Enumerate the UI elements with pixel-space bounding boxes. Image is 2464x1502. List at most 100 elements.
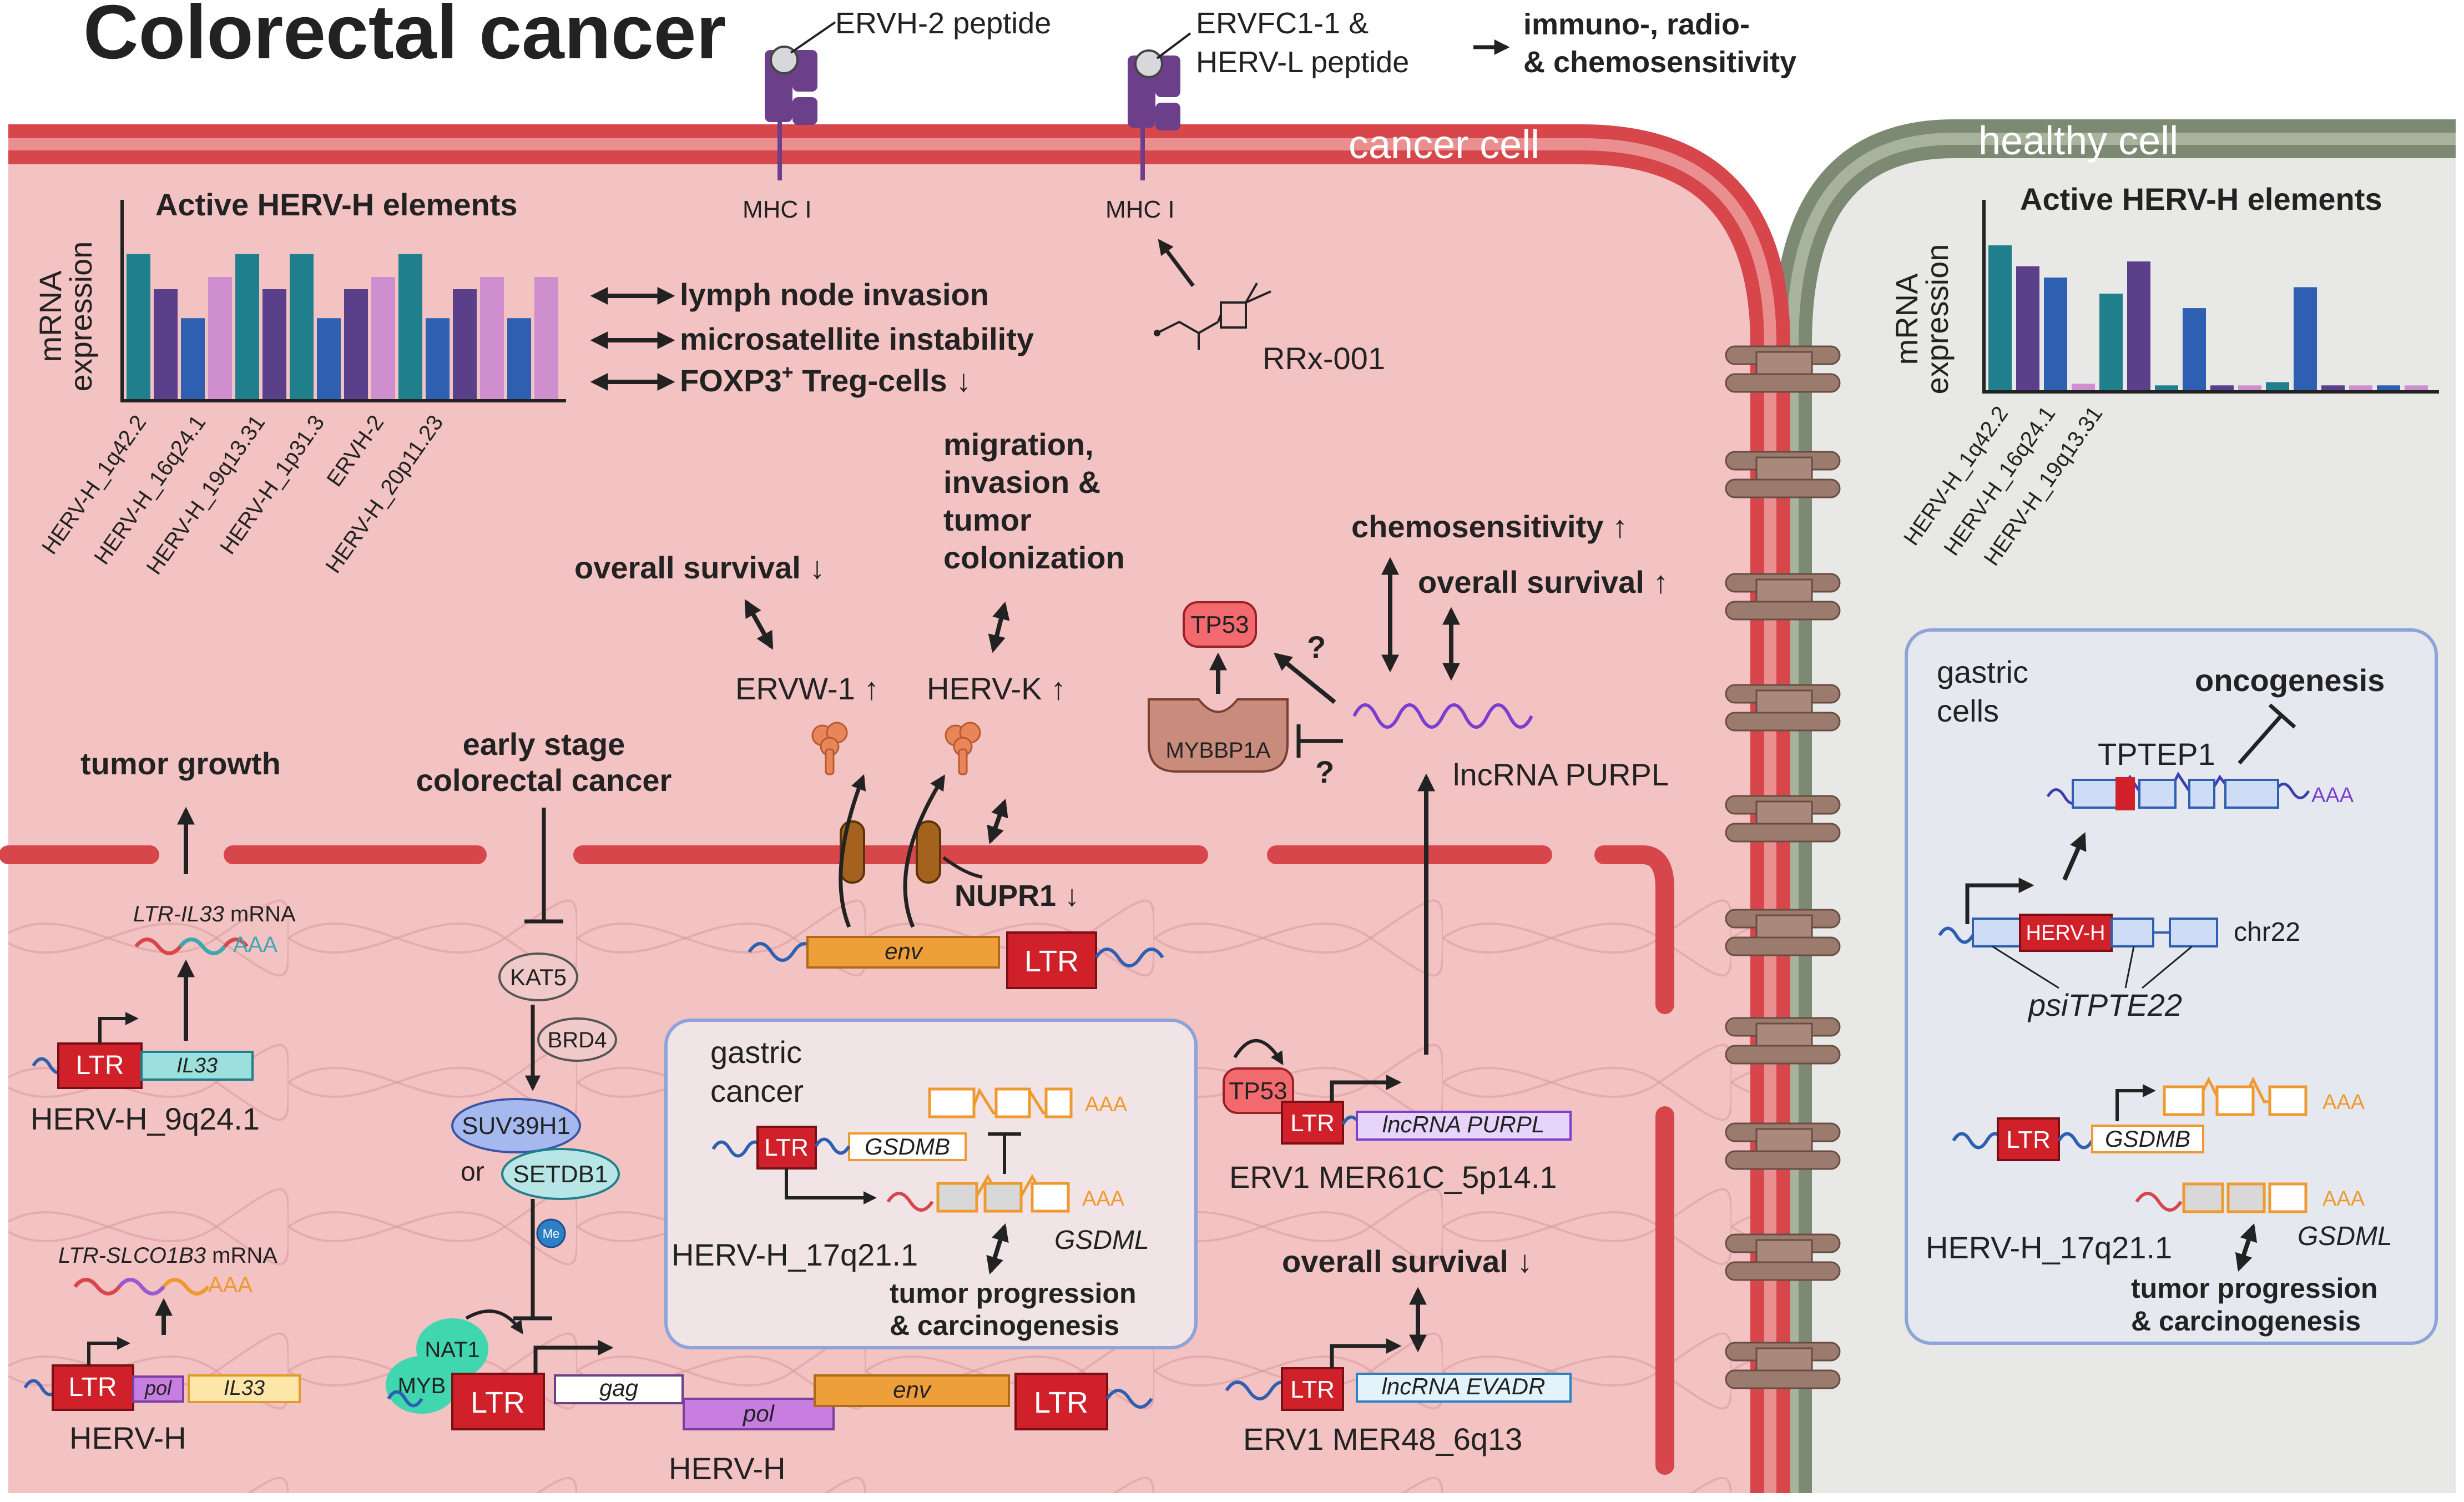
tptep1-herv-exon (2115, 777, 2135, 810)
overall-survival-down-label-2: overall survival ↓ (1282, 1244, 1532, 1279)
purpl-promoter-arrow (1330, 1075, 1402, 1102)
virus-particle-1 (811, 722, 848, 775)
healthy-exon-2c (2268, 1182, 2308, 1213)
psi-pointer-lines (1992, 945, 2193, 989)
chemosensitivity-label: chemosensitivity ↑ (1351, 509, 1628, 544)
ervfc-peptide-label-1: ERVFC1-1 & (1196, 7, 1369, 40)
mybbp1a-node (1148, 698, 1289, 773)
junction-cap-bottom-0 (1725, 373, 1841, 393)
healthy-gsdml-label: GSDML (2298, 1222, 2392, 1251)
psi-label: psiTPTE22 (2027, 987, 2182, 1022)
nuclear-envelope (0, 845, 1674, 1475)
gastric-progression-label-1: tumor progression (890, 1278, 1136, 1309)
gastric-exon-2b (983, 1182, 1023, 1213)
chr22-dna-left (1938, 926, 1975, 944)
tp53-label-bottom: TP53 (1229, 1077, 1287, 1105)
cancer-chart-bar-7 (317, 318, 341, 399)
kat5-label: KAT5 (510, 964, 567, 990)
cancer-chart-bar-4 (235, 254, 259, 399)
tptep1-exon-3 (2188, 779, 2215, 809)
overall-survival-down-label: overall survival ↓ (574, 550, 825, 585)
mybbp1a-label: MYBBP1A (1166, 738, 1271, 763)
cancer-chart-ylabel-2: expression (63, 241, 98, 392)
cancer-chart-bar-13 (480, 277, 504, 399)
healthy-chart-bar-12 (2321, 385, 2345, 390)
setdb1-node (501, 1148, 620, 1200)
migration-label-3: tumor (943, 502, 1032, 537)
arrow-to-tptep1 (2062, 832, 2087, 881)
healthy-chart-bar-10 (2266, 382, 2289, 390)
gastric-gsdmb-box (848, 1132, 967, 1161)
healthy-progression-label-1: tumor progression (2131, 1273, 2377, 1304)
healthy-gsdmb-promoter (2115, 1084, 2156, 1121)
healthy-exon-1c (2268, 1085, 2308, 1116)
ervw1-label: ERVW-1 ↑ (735, 671, 879, 706)
brd4-node (537, 1017, 617, 1062)
junction-cap-bottom-3 (1725, 712, 1841, 732)
hervk-label: HERV-K ↑ (927, 671, 1066, 706)
healthy-chart-bar-5 (2127, 261, 2150, 390)
slco-pol-box (132, 1375, 184, 1403)
slco-mrna-aaa: AAA (208, 1273, 253, 1297)
slco-ltr-label: LTR (68, 1373, 117, 1402)
associations (590, 287, 675, 391)
healthy-chart-bar-3 (2072, 384, 2095, 390)
junction-cap-bottom-4 (1725, 823, 1841, 843)
main-ltr-right-label: LTR (1034, 1386, 1088, 1419)
tptep1-exon-2 (2138, 779, 2177, 809)
il33-gene-label: IL33 (176, 1054, 218, 1077)
chr22-hervh-box (2019, 914, 2113, 952)
tptep1-exon-4 (2224, 779, 2279, 809)
cancer-chart-ylabel-1: mRNA (33, 270, 68, 362)
tumor-growth-label: tumor growth (80, 746, 281, 781)
slco-il33-label: IL33 (224, 1377, 265, 1400)
microsatellite-label: microsatellite instability (680, 321, 1034, 356)
gastric-exon-2a (936, 1182, 978, 1213)
gastric-exon-1c (1044, 1087, 1073, 1118)
env-dna-right (1094, 947, 1164, 967)
slco-mrna-wave-2 (118, 1278, 165, 1296)
healthy-chart-bar-7 (2183, 308, 2206, 390)
gag-label: gag (599, 1375, 638, 1401)
healthy-aaa-1: AAA (2322, 1091, 2365, 1114)
myb-label: MYB (398, 1374, 446, 1398)
healthy-chart-bar-4 (2099, 294, 2123, 390)
gastric-aaa-2: AAA (1082, 1187, 1125, 1211)
healthy-exon-1b (2215, 1085, 2255, 1116)
gastric-gsdmb-label: GSDMB (865, 1133, 950, 1160)
env-ltr-box (1006, 931, 1097, 989)
il33-gene-box (140, 1051, 254, 1081)
cancer-chart-bar-15 (534, 277, 558, 399)
healthy-gsdmb-dna-left (1952, 1132, 2005, 1150)
junction-cap-bottom-6 (1725, 1045, 1841, 1065)
brd4-label: BRD4 (548, 1028, 607, 1052)
junction-cap-bottom-1 (1725, 478, 1841, 498)
evadr-ltr-box (1281, 1367, 1344, 1411)
cancer-chart-bar-5 (262, 289, 286, 399)
il33-mrna-wave-tail (179, 938, 226, 955)
gastric-ltr-label: LTR (764, 1134, 809, 1161)
nupr1-label: NUPR1 ↓ (955, 879, 1079, 913)
healthy-gsdmb-dna-mid (2057, 1132, 2094, 1150)
arrow-migration-hervk (988, 601, 1010, 653)
gastric-gsdml-label: GSDML (1054, 1226, 1149, 1255)
arrow-purpl-tp53 (1274, 652, 1336, 704)
evadr-gene-label: lncRNA EVADR (1382, 1373, 1546, 1399)
tp53-curved-arrow (1233, 1039, 1284, 1066)
main-ltr-right (1014, 1373, 1108, 1430)
healthy-chart-bar-6 (2155, 385, 2178, 390)
purpl-label: lncRNA PURPL (1453, 757, 1669, 792)
junction-cap-bottom-2 (1725, 601, 1841, 621)
gastric-exon-2c (1031, 1182, 1070, 1213)
gastric-promoter-arrow (785, 1168, 877, 1204)
gastric-exon-1a (928, 1087, 976, 1118)
healthy-chart-bar-14 (2377, 385, 2400, 390)
env-gene-box (806, 936, 1000, 969)
gastric-herv-label: HERV-H_17q21.1 (671, 1237, 918, 1272)
mhc-receptor-2 (1128, 32, 1191, 180)
cancer-chart-bar-11 (426, 318, 450, 399)
nupr1-hervk-arrow (987, 798, 1008, 845)
healthy-aaa-2: AAA (2322, 1187, 2365, 1211)
junction-cap-bottom-5 (1725, 936, 1841, 956)
healthy-chart-bar-0 (1988, 245, 2012, 390)
